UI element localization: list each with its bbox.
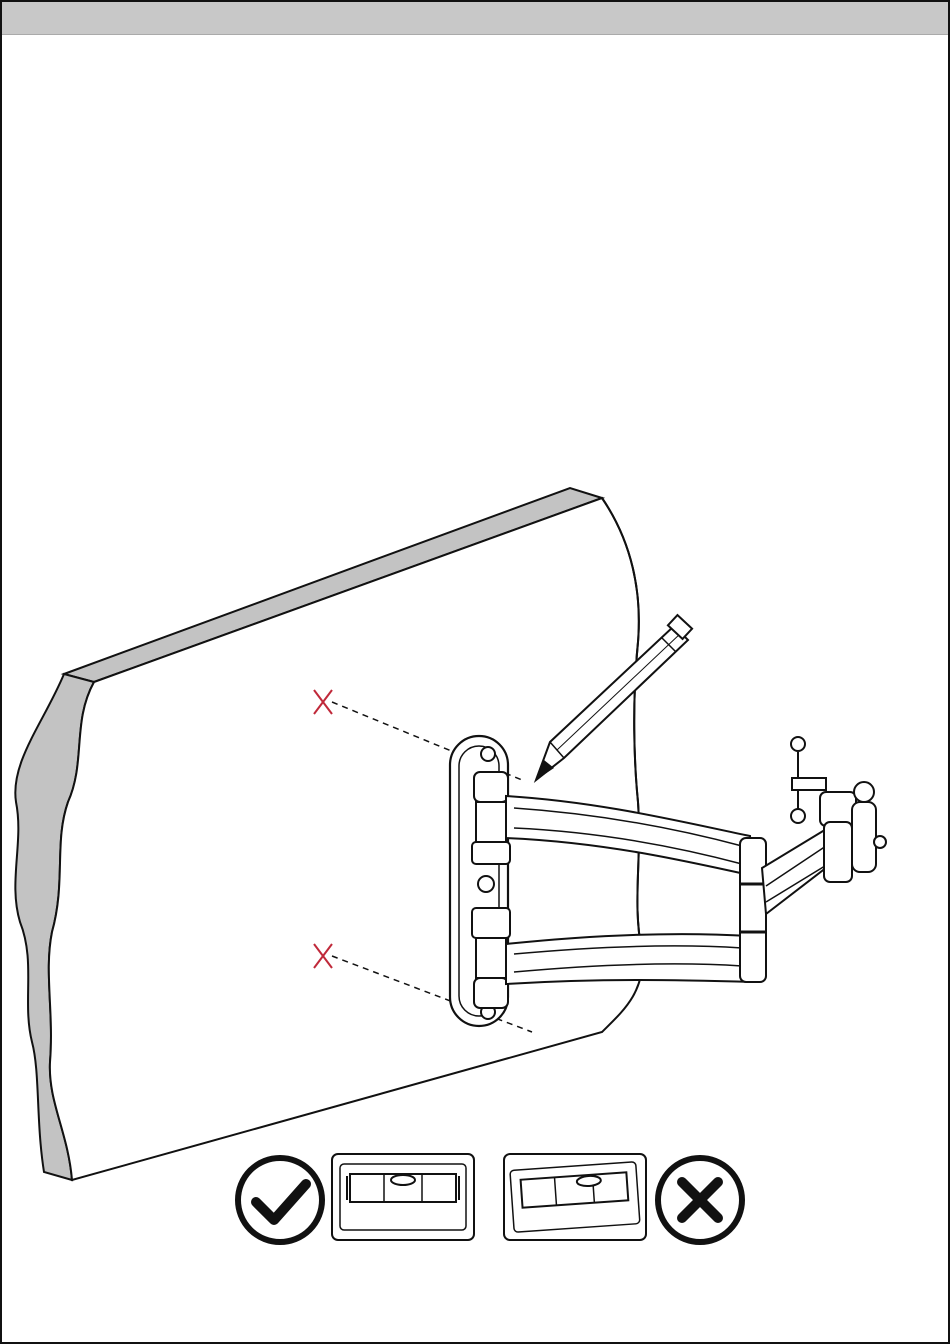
header-bar — [2, 2, 948, 35]
spirit-level-tilted — [504, 1154, 646, 1240]
x-circle-icon — [658, 1158, 742, 1242]
spirit-level-correct — [332, 1154, 474, 1240]
level-check-row — [2, 1150, 948, 1250]
check-circle-icon — [238, 1158, 322, 1242]
mounting-illustration — [2, 472, 948, 1192]
